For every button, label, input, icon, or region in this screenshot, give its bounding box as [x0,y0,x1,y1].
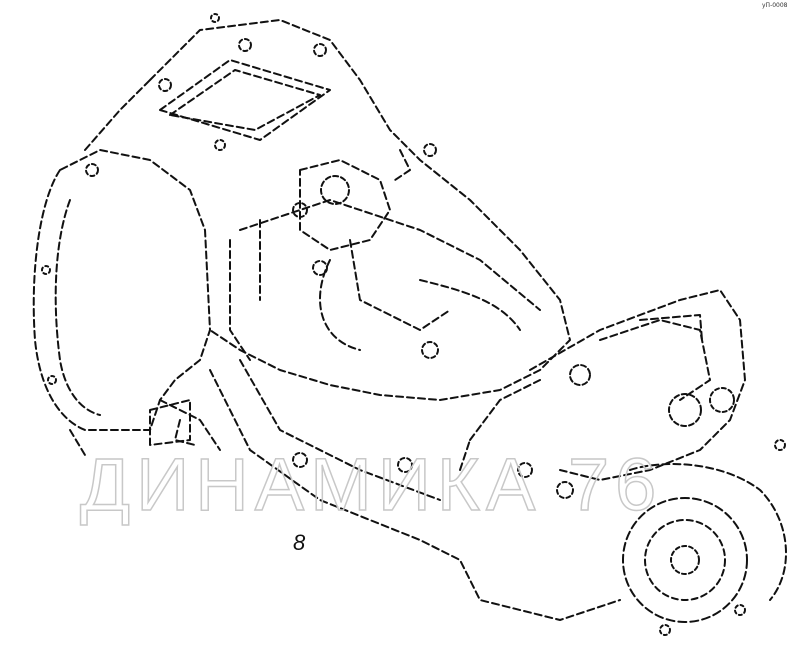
shift-mechanism [299,149,521,359]
figure-label: 8 [293,530,306,555]
lower-valve-body [159,359,621,621]
top-cover-plate [158,59,331,141]
output-flange [622,439,787,636]
mounting-bracket [69,399,191,456]
watermark-text: ДИНАМИКА 76 [80,443,662,526]
rear-range-section [459,289,746,481]
main-gearbox-case [149,13,571,401]
clutch-housing [32,79,211,431]
corner-mark: уП-0008 [762,2,788,9]
